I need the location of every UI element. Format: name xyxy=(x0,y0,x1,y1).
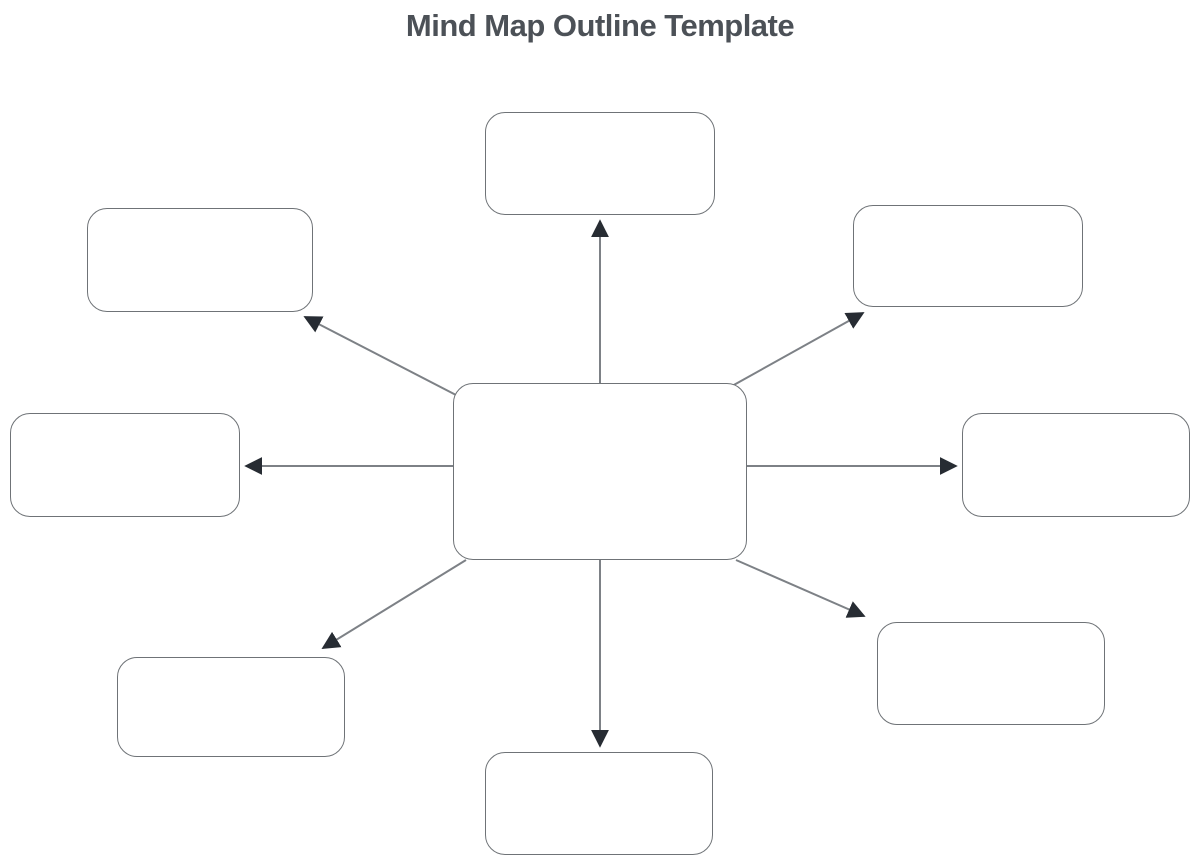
branch-node-upper-left[interactable] xyxy=(87,208,313,312)
branch-node-bottom[interactable] xyxy=(485,752,713,855)
central-topic-node[interactable] xyxy=(453,383,747,560)
connector-upper-left-arrow xyxy=(303,316,457,396)
page-title: Mind Map Outline Template xyxy=(405,8,795,43)
branch-node-left[interactable] xyxy=(10,413,240,517)
branch-node-lower-left[interactable] xyxy=(117,657,345,757)
connector-lower-right-arrow xyxy=(735,559,866,618)
branch-node-top[interactable] xyxy=(485,112,715,215)
connector-upper-right-arrow xyxy=(731,312,865,387)
branch-node-lower-right[interactable] xyxy=(877,622,1105,725)
branch-node-upper-right[interactable] xyxy=(853,205,1083,307)
branch-node-right[interactable] xyxy=(962,413,1190,517)
connector-lower-left-arrow xyxy=(321,559,467,649)
